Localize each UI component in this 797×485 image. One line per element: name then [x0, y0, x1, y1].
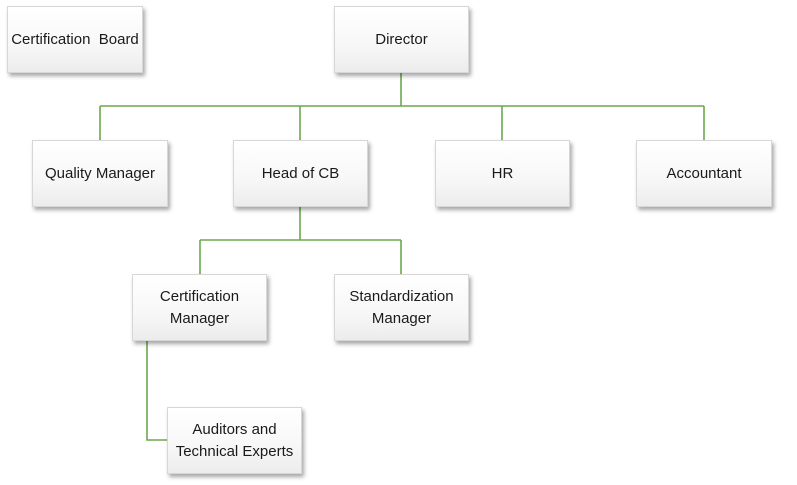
node-director: Director: [334, 6, 469, 73]
node-label-line-1: Standardization: [349, 287, 454, 305]
node-head-of-cb: Head of CB: [233, 140, 368, 207]
node-label: Accountant: [666, 164, 742, 182]
node-label: Quality Manager: [44, 164, 156, 182]
node-auditors-technical-experts: Auditors and Technical Experts: [167, 407, 302, 474]
node-label: Certification Board: [11, 30, 139, 48]
node-quality-manager: Quality Manager: [32, 140, 168, 207]
node-certification-board: Certification Board: [7, 6, 143, 73]
node-accountant: Accountant: [636, 140, 772, 207]
node-label-line-2: Manager: [169, 309, 230, 327]
connector-head-of-cb-to-managers: [199, 207, 402, 274]
node-label: Head of CB: [261, 164, 340, 182]
node-certification-manager: Certification Manager: [132, 274, 267, 341]
node-label-line-1: Certification: [159, 287, 240, 305]
node-label-line-1: Auditors and: [192, 420, 277, 438]
node-standardization-manager: Standardization Manager: [334, 274, 469, 341]
node-label-line-2: Technical Experts: [175, 442, 294, 460]
node-label-line-2: Manager: [371, 309, 432, 327]
connector-director-to-level-2: [99, 73, 705, 140]
connector-cert-manager-to-auditors: [146, 341, 167, 441]
node-label: Director: [375, 30, 428, 48]
node-label: HR: [491, 164, 514, 182]
node-hr: HR: [435, 140, 570, 207]
